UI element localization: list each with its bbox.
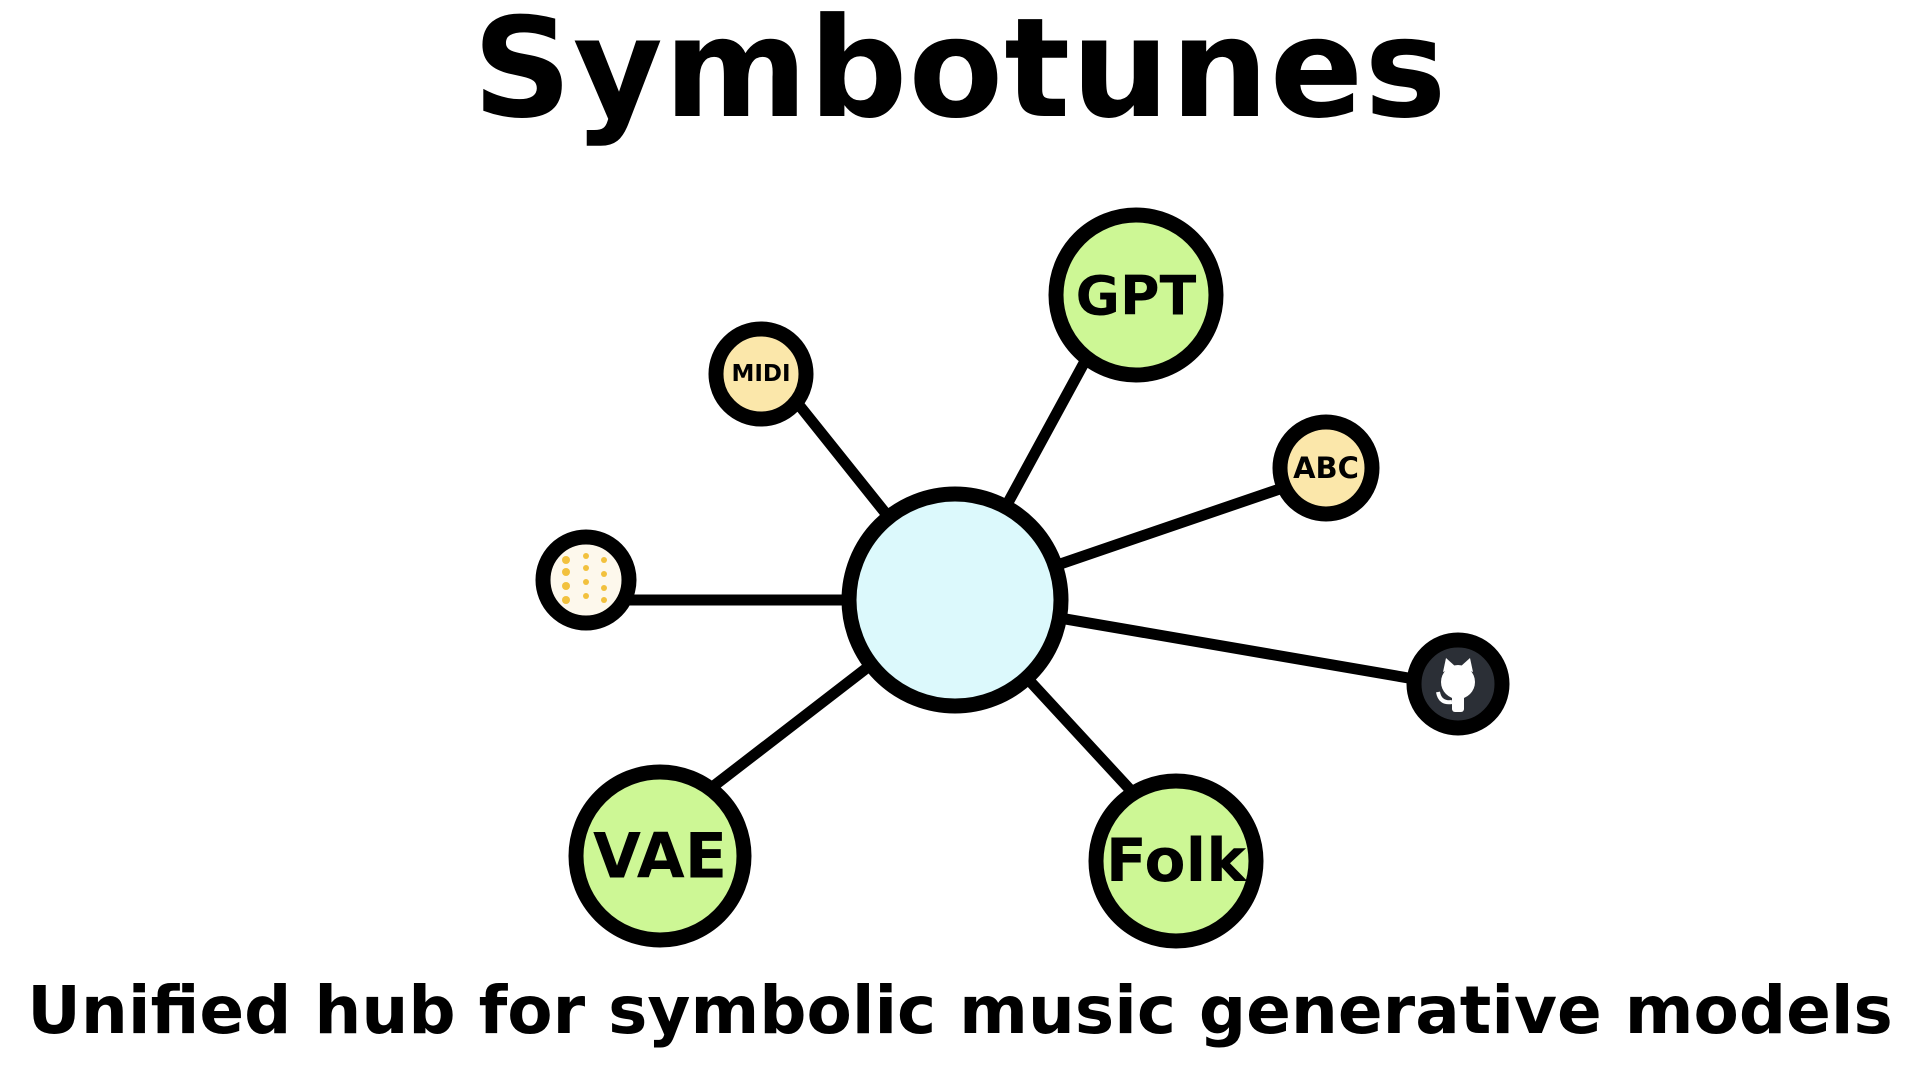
page-title: Symbotunes [472,0,1448,149]
dot-grid-icon [562,553,607,604]
abc-label: ABC [1293,451,1359,485]
github-icon [1436,658,1475,712]
github-node[interactable] [1406,632,1510,736]
folk-node: Folk [1088,773,1264,949]
gpt-label: GPT [1076,265,1197,328]
midi-label: MIDI [731,361,790,387]
gpt-node: GPT [1048,207,1224,383]
vae-node: VAE [568,764,752,948]
center-node [841,486,1069,714]
abc-node: ABC [1272,414,1380,522]
pianoroll-node [535,529,637,631]
folk-label: Folk [1106,826,1248,896]
page-subtitle: Unified hub for symbolic music generativ… [27,972,1893,1049]
midi-node: MIDI [708,321,814,427]
vae-label: VAE [593,820,727,893]
